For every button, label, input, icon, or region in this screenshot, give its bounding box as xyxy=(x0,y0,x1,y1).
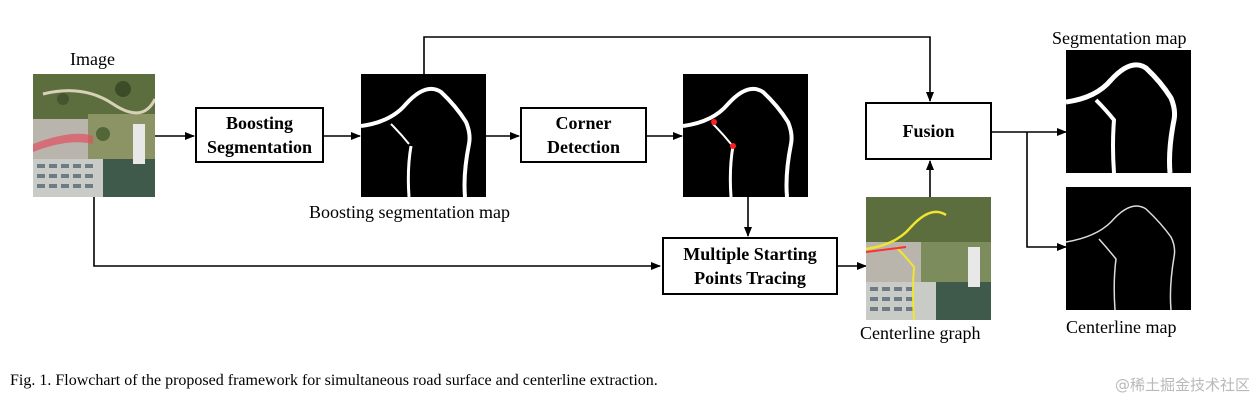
centerline-map-output xyxy=(1066,187,1191,310)
centerline-graph-label: Centerline graph xyxy=(860,323,981,343)
corner-point-1 xyxy=(711,119,717,125)
corner-detection-map xyxy=(683,74,808,197)
segmentation-map-output xyxy=(1066,50,1191,173)
figure-caption: Fig. 1. Flowchart of the proposed framew… xyxy=(10,372,658,389)
arrow-image-to-tracing xyxy=(93,197,661,270)
input-aerial-image xyxy=(33,74,155,197)
boosting-box-line2: Segmentation xyxy=(207,137,312,157)
boosting-segmentation-map-label: Boosting segmentation map xyxy=(309,202,510,222)
boosting-box-line1: Boosting xyxy=(225,113,294,133)
corner-box-line2: Detection xyxy=(547,137,620,157)
corner-box-line1: Corner xyxy=(555,113,612,133)
segmentation-map-label: Segmentation map xyxy=(1052,28,1187,48)
image-label: Image xyxy=(70,49,115,69)
boosting-segmentation-map xyxy=(361,74,486,197)
centerline-graph-image xyxy=(866,197,991,320)
arrow-fusion-to-centerline xyxy=(1026,132,1067,251)
tracing-box-line1: Multiple Starting xyxy=(683,244,817,264)
watermark: @稀土掘金技术社区 xyxy=(1114,376,1250,394)
corner-point-2 xyxy=(730,143,736,149)
fusion-box: Fusion xyxy=(865,102,992,160)
fusion-box-label: Fusion xyxy=(902,121,955,141)
centerline-map-label: Centerline map xyxy=(1066,317,1177,337)
tracing-box-line2: Points Tracing xyxy=(694,268,806,288)
arrow-map-to-fusion xyxy=(423,36,934,102)
